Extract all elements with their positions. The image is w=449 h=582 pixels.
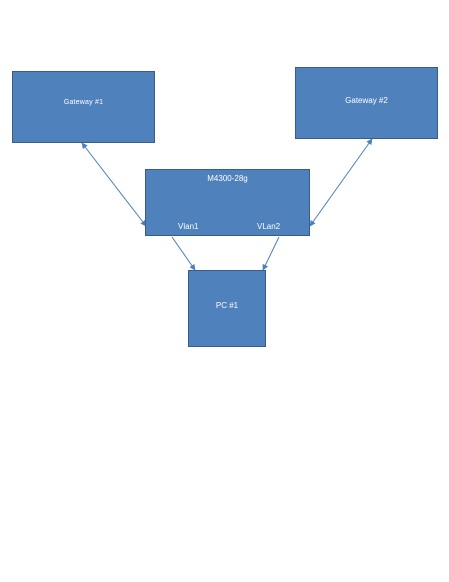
link-gateway1-switch — [81, 142, 147, 227]
gateway-2-box: Gateway #2 — [295, 67, 438, 139]
vlan2-label: VLan2 — [257, 222, 281, 231]
link-vlan1-pc — [171, 236, 196, 271]
gateway-2-label: Gateway #2 — [345, 96, 388, 105]
switch-box: M4300-28g Vlan1 VLan2 — [145, 169, 310, 236]
pc-1-label: PC #1 — [215, 301, 239, 310]
vlan1-label: Vlan1 — [178, 222, 199, 231]
pc-1-box: PC #1 — [188, 270, 266, 347]
gateway-1-label: Gateway #1 — [63, 99, 104, 106]
switch-label: M4300-28g — [207, 174, 248, 183]
link-vlan2-pc — [262, 236, 280, 271]
gateway-1-box: Gateway #1 — [12, 71, 155, 143]
link-gateway2-switch — [309, 138, 373, 227]
